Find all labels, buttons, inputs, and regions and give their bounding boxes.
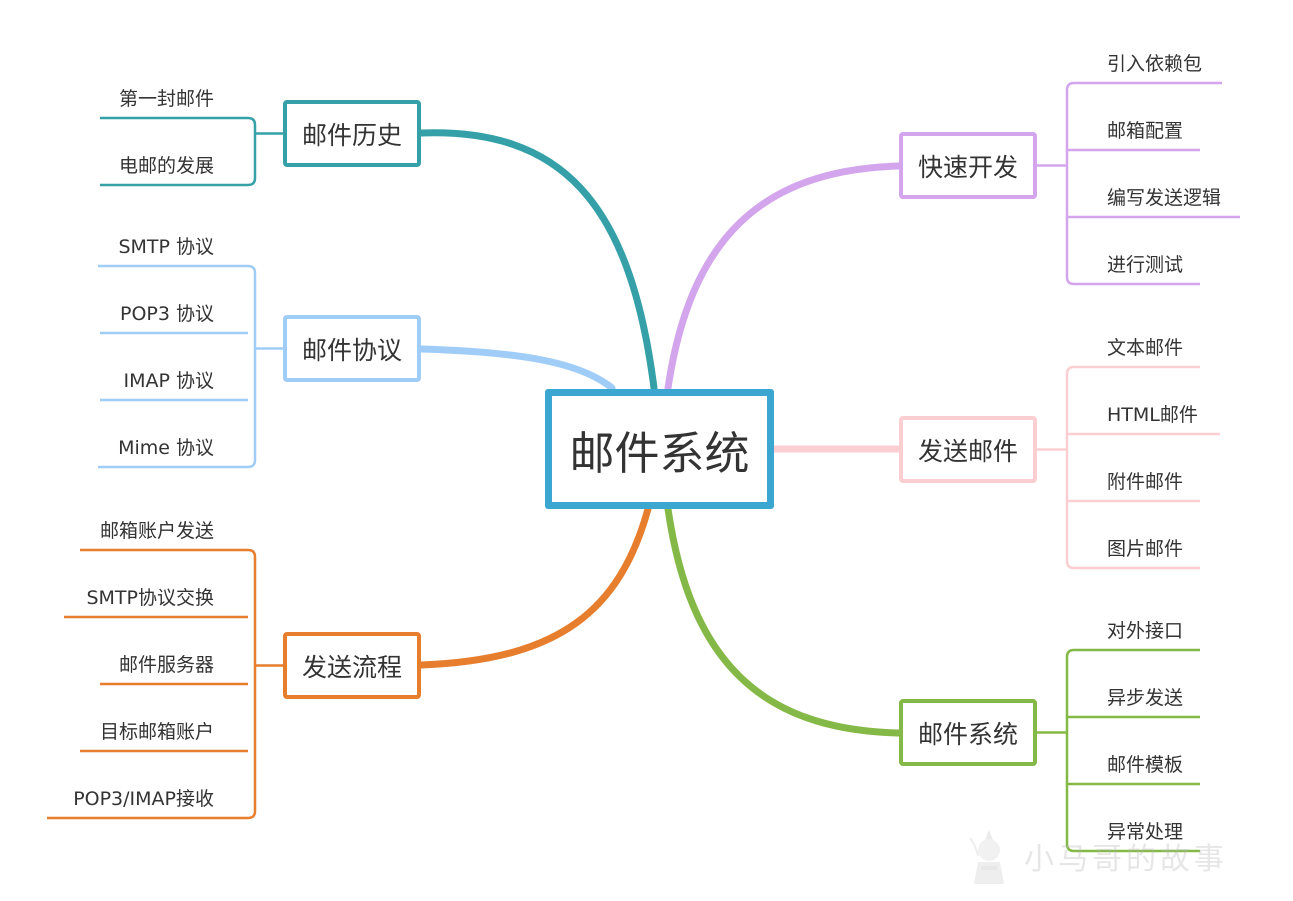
branch-topic-label: 邮件系统 <box>917 719 1018 749</box>
child-topic[interactable]: 文本邮件 <box>1107 337 1184 359</box>
child-topic[interactable]: 电邮的发展 <box>118 155 214 177</box>
child-topic[interactable]: 第一封邮件 <box>118 88 214 110</box>
child-topic[interactable]: SMTP 协议 <box>118 236 214 258</box>
branch-connector-6 <box>664 505 903 737</box>
child-topic[interactable]: 目标邮箱账户 <box>99 721 214 743</box>
child-topic[interactable]: 进行测试 <box>1107 254 1184 276</box>
branch-topic-3[interactable]: 发送流程 <box>283 632 421 699</box>
child-topic[interactable]: 图片邮件 <box>1107 538 1184 560</box>
child-bracket-2 <box>247 264 257 469</box>
branch-topic-label: 发送邮件 <box>917 436 1018 466</box>
branch-topic-label: 快速开发 <box>917 152 1018 182</box>
branch-connector-2 <box>417 345 616 392</box>
branch-topic-label: 发送流程 <box>301 652 402 682</box>
child-topic[interactable]: 附件邮件 <box>1107 471 1184 493</box>
child-bracket-4 <box>1065 81 1075 286</box>
branch-topic-label: 邮件协议 <box>301 335 402 365</box>
child-topic[interactable]: 异步发送 <box>1107 687 1184 709</box>
child-topic[interactable]: 异常处理 <box>1107 821 1184 843</box>
watermark-text: 小马哥的故事 <box>1024 842 1228 877</box>
child-bracket-1 <box>247 116 257 187</box>
child-topic[interactable]: 邮箱配置 <box>1107 120 1184 142</box>
child-topic[interactable]: 邮箱账户发送 <box>99 520 214 542</box>
root-topic[interactable]: 邮件系统 <box>545 389 774 509</box>
branch-topic-4[interactable]: 快速开发 <box>899 132 1037 199</box>
branch-connector-4 <box>664 162 903 392</box>
branch-connector-3 <box>417 505 652 669</box>
branch-topic-5[interactable]: 发送邮件 <box>899 416 1037 483</box>
child-topic[interactable]: 引入依赖包 <box>1107 53 1203 75</box>
child-topic[interactable]: 编写发送逻辑 <box>1107 187 1222 209</box>
branch-connector-1 <box>417 129 658 392</box>
branch-topic-1[interactable]: 邮件历史 <box>283 100 421 167</box>
mascot-icon <box>969 830 1004 884</box>
child-topic[interactable]: 对外接口 <box>1107 620 1184 642</box>
root-topic-label: 邮件系统 <box>569 426 750 480</box>
branch-topic-2[interactable]: 邮件协议 <box>283 315 421 382</box>
branch-topic-label: 邮件历史 <box>301 120 402 150</box>
child-topic[interactable]: HTML邮件 <box>1107 404 1198 426</box>
child-topic[interactable]: Mime 协议 <box>118 437 214 459</box>
child-topic[interactable]: POP3 协议 <box>120 303 214 325</box>
branch-topic-6[interactable]: 邮件系统 <box>899 699 1037 766</box>
child-bracket-3 <box>247 548 257 820</box>
child-topic[interactable]: POP3/IMAP接收 <box>73 788 214 810</box>
child-topic[interactable]: SMTP协议交换 <box>86 587 214 609</box>
child-topic[interactable]: 邮件模板 <box>1107 754 1184 776</box>
child-topic[interactable]: IMAP 协议 <box>123 370 215 392</box>
child-bracket-5 <box>1065 365 1075 570</box>
watermark: 小马哥的故事 <box>962 826 1228 886</box>
child-bracket-6 <box>1065 648 1075 853</box>
child-topic[interactable]: 邮件服务器 <box>118 654 214 676</box>
